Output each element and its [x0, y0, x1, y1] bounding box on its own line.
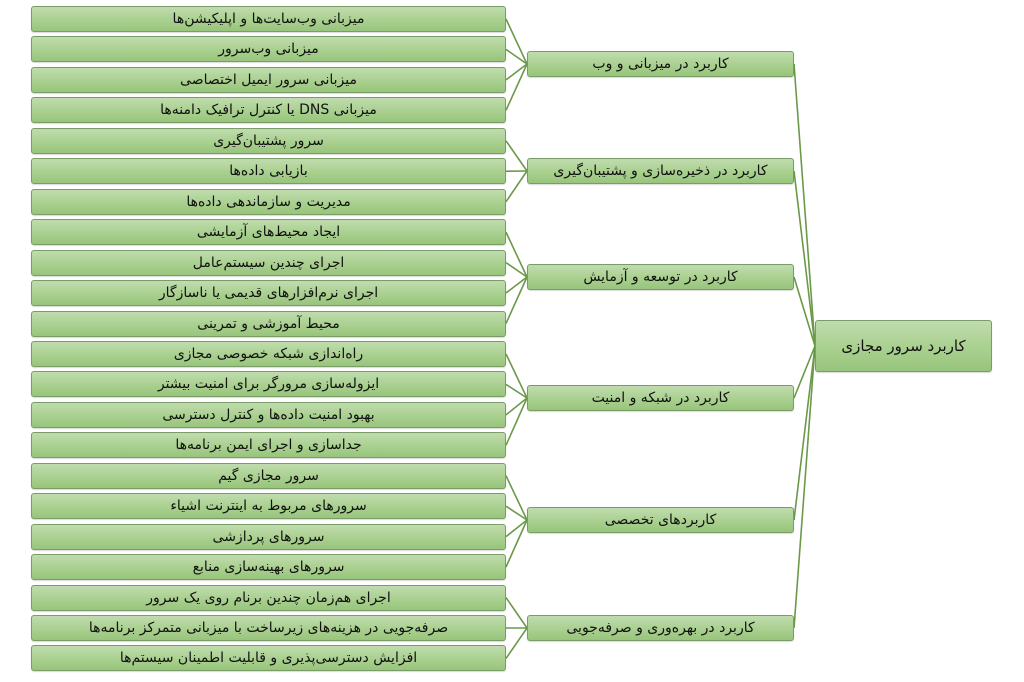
leaf-node: سرورهای بهینه‌سازی منابع	[31, 554, 506, 581]
leaf-node: بازیابی داده‌ها	[31, 158, 506, 185]
root-node-label: کاربرد سرور مجازی	[841, 337, 966, 355]
leaf-node-label: اجرای چندین سیستم‌عامل	[192, 254, 345, 271]
leaf-node-label: افزایش دسترسی‌پذیری و قابلیت اطمینان سیس…	[119, 650, 418, 667]
leaf-node-label: سرورهای پردازشی	[212, 528, 325, 545]
connector-line	[505, 261, 528, 278]
leaf-node-label: میزبانی وب‌سرور	[218, 41, 319, 58]
connector-line	[505, 276, 528, 294]
connector-line	[793, 345, 816, 629]
connector-line	[505, 276, 528, 324]
category-node-label: کاربرد در بهره‌وری و صرفه‌جویی	[566, 620, 755, 636]
connector-line	[505, 505, 528, 521]
leaf-node-label: ایزوله‌سازی مرورگر برای امنیت بیشتر	[157, 376, 380, 393]
leaf-node: اجرای هم‌زمان چندین برنام روی یک سرور	[31, 584, 506, 611]
category-node-label: کاربرد در ذخیره‌سازی و پشتیبان‌گیری	[553, 163, 768, 179]
connector-line	[505, 397, 528, 446]
leaf-node-label: سرور مجازی گیم	[218, 467, 319, 484]
connector-line	[505, 170, 528, 203]
leaf-node: اجرای نرم‌افزارهای قدیمی یا ناسازگار	[31, 280, 506, 307]
category-node: کاربرد در توسعه و آزمایش	[527, 264, 794, 290]
connector-line	[505, 140, 528, 172]
leaf-node: اجرای چندین سیستم‌عامل	[31, 249, 506, 276]
category-node: کاربرد در شبکه و امنیت	[527, 385, 794, 411]
leaf-node: سرور پشتیبان‌گیری	[31, 127, 506, 154]
connector-line	[505, 63, 528, 111]
category-node: کاربرد در ذخیره‌سازی و پشتیبان‌گیری	[527, 158, 794, 184]
category-node-label: کاربرد در توسعه و آزمایش	[583, 269, 738, 285]
leaf-node-label: بهبود امنیت داده‌ها و کنترل دسترسی	[162, 406, 375, 423]
category-node-label: کاربرد در شبکه و امنیت	[591, 390, 730, 406]
leaf-node: میزبانی سرور ایمیل اختصاصی	[31, 66, 506, 93]
leaf-node: محیط آموزشی و تمرینی	[31, 310, 506, 337]
leaf-node-label: صرفه‌جویی در هزینه‌های زیرساخت با میزبان…	[88, 620, 449, 636]
leaf-node: میزبانی DNS یا کنترل ترافیک دامنه‌ها	[31, 97, 506, 124]
connector-line	[793, 170, 816, 347]
leaf-node-label: میزبانی DNS یا کنترل ترافیک دامنه‌ها	[160, 102, 377, 119]
leaf-node-label: جداسازی و اجرای ایمن برنامه‌ها	[175, 437, 362, 454]
leaf-node-label: محیط آموزشی و تمرینی	[197, 315, 340, 332]
leaf-node: ایجاد محیط‌های آزمایشی	[31, 219, 506, 246]
leaf-node-label: سرور پشتیبان‌گیری	[213, 132, 324, 149]
connector-line	[505, 63, 528, 81]
connector-line	[505, 519, 528, 538]
leaf-node: صرفه‌جویی در هزینه‌های زیرساخت با میزبان…	[31, 615, 506, 641]
connector-line	[793, 345, 816, 521]
category-node: کاربرد در بهره‌وری و صرفه‌جویی	[527, 615, 794, 641]
leaf-node: مدیریت و سازماندهی داده‌ها	[31, 188, 506, 215]
leaf-node-label: ایجاد محیط‌های آزمایشی	[196, 224, 341, 241]
leaf-node-label: سرورهای مربوط به اینترنت اشیاء	[170, 498, 367, 515]
category-node: کاربردهای تخصصی	[527, 507, 794, 533]
leaf-node-label: بازیابی داده‌ها	[229, 163, 308, 180]
connector-line	[505, 383, 528, 399]
leaf-node: سرورهای مربوط به اینترنت اشیاء	[31, 493, 506, 520]
connector-line	[793, 63, 816, 347]
connector-line	[505, 397, 528, 416]
leaf-node: جداسازی و اجرای ایمن برنامه‌ها	[31, 432, 506, 459]
connector-line	[505, 627, 528, 659]
leaf-node: سرور مجازی گیم	[31, 462, 506, 489]
leaf-node-label: اجرای نرم‌افزارهای قدیمی یا ناسازگار	[158, 285, 379, 302]
leaf-node: ایزوله‌سازی مرورگر برای امنیت بیشتر	[31, 371, 506, 398]
connector-line	[505, 18, 528, 65]
connector-line	[505, 475, 528, 521]
leaf-node-label: میزبانی وب‌سایت‌ها و اپلیکیشن‌ها	[172, 11, 365, 27]
category-node-label: کاربرد در میزبانی و وب	[592, 56, 729, 72]
connector-line	[505, 353, 528, 399]
connector-line	[505, 597, 528, 629]
connector-line	[793, 276, 816, 347]
leaf-node: سرورهای پردازشی	[31, 523, 506, 550]
root-node: کاربرد سرور مجازی	[815, 320, 992, 372]
leaf-node-label: میزبانی سرور ایمیل اختصاصی	[180, 71, 357, 88]
leaf-node: میزبانی وب‌سایت‌ها و اپلیکیشن‌ها	[31, 6, 506, 32]
category-node: کاربرد در میزبانی و وب	[527, 51, 794, 77]
leaf-node: میزبانی وب‌سرور	[31, 36, 506, 63]
category-node-label: کاربردهای تخصصی	[604, 512, 717, 528]
connector-line	[505, 231, 528, 278]
connector-line	[793, 345, 816, 399]
leaf-node: راه‌اندازی شبکه خصوصی مجازی	[31, 340, 506, 367]
leaf-node-label: مدیریت و سازماندهی داده‌ها	[186, 193, 351, 210]
leaf-node: بهبود امنیت داده‌ها و کنترل دسترسی	[31, 401, 506, 428]
leaf-node-label: راه‌اندازی شبکه خصوصی مجازی	[173, 345, 364, 362]
connector-line	[505, 519, 528, 568]
leaf-node-label: سرورهای بهینه‌سازی منابع	[192, 559, 345, 576]
leaf-node-label: اجرای هم‌زمان چندین برنام روی یک سرور	[146, 589, 391, 606]
leaf-node: افزایش دسترسی‌پذیری و قابلیت اطمینان سیس…	[31, 645, 506, 672]
connector-line	[505, 48, 528, 65]
